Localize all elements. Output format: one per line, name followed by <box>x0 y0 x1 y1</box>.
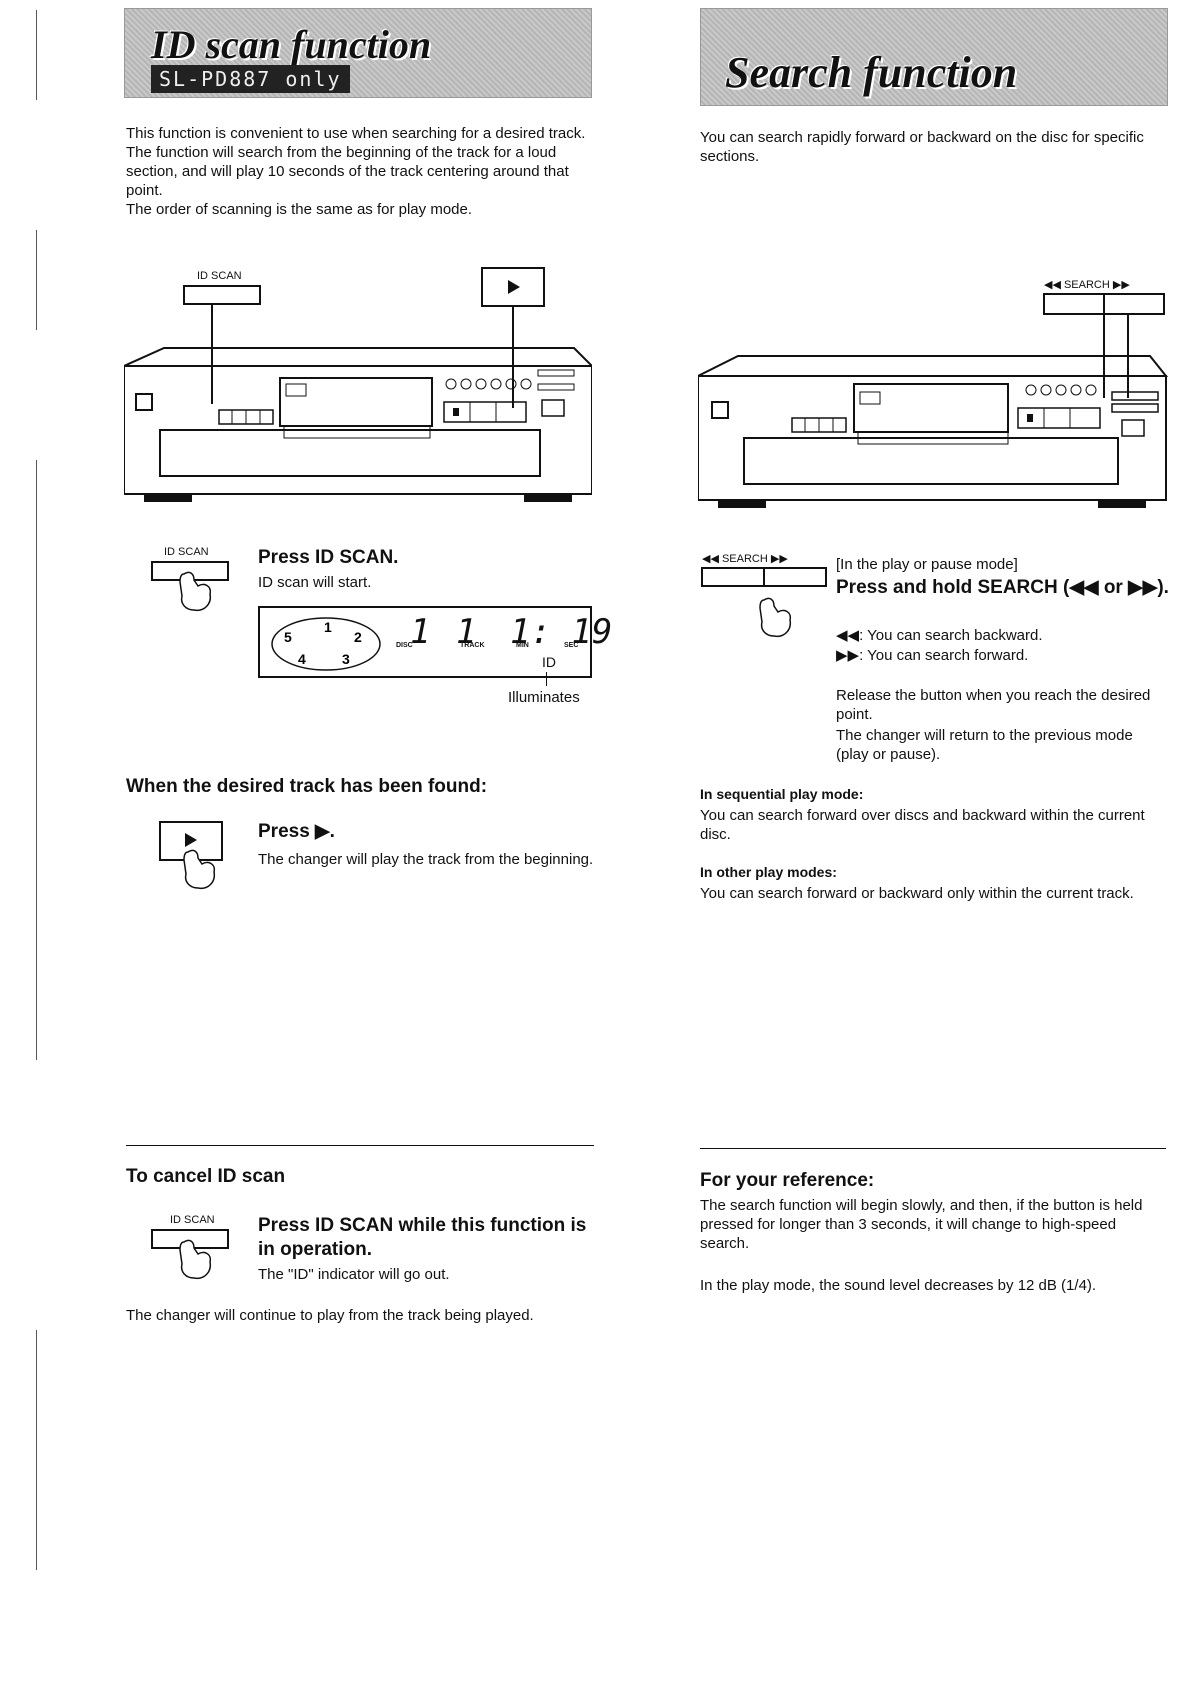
step-text: The changer will play the track from the… <box>258 851 594 868</box>
indicator-leader-line <box>546 672 547 686</box>
step-title: Press and hold SEARCH (◀◀ or ▶▶). <box>836 577 1169 598</box>
step-title: Press ID SCAN. <box>258 547 399 568</box>
carousel-number: 3 <box>342 651 350 667</box>
id-indicator: ID <box>542 654 556 670</box>
model-tag: SL-PD887 only <box>151 65 350 93</box>
section-divider <box>126 1145 594 1146</box>
min-label: MIN <box>516 642 529 649</box>
disc-carousel-icon: 1 2 3 4 5 <box>271 617 381 671</box>
sequential-text: You can search forward over discs and ba… <box>700 807 1145 843</box>
id-scan-banner: ID scan function SL-PD887 only <box>124 8 592 98</box>
intro-paragraph: The function will search from the beginn… <box>126 144 569 199</box>
mode-note: [In the play or pause mode] <box>836 556 1018 573</box>
found-heading: When the desired track has been found: <box>126 776 488 797</box>
id-scan-intro: This function is convenient to use when … <box>126 124 594 219</box>
id-scan-button-illustration: ID SCAN <box>150 1214 230 1286</box>
id-scan-button-label: ID SCAN <box>164 546 209 558</box>
carousel-number: 4 <box>298 651 306 667</box>
disc-label: DISC <box>396 642 413 649</box>
carousel-number: 5 <box>284 629 292 645</box>
search-backward-text: ◀◀: You can search backward. <box>836 627 1043 644</box>
section-divider <box>700 1148 1166 1149</box>
other-modes-text: You can search forward or backward only … <box>700 885 1134 902</box>
step-text: ID scan will start. <box>258 574 372 591</box>
search-button-illustration <box>701 567 827 638</box>
carousel-number: 2 <box>354 629 362 645</box>
binder-line <box>36 10 37 100</box>
reference-heading: For your reference: <box>700 1170 875 1191</box>
illuminates-caption: Illuminates <box>508 689 580 706</box>
disc-number: 1 <box>410 612 431 652</box>
intro-paragraph: This function is convenient to use when … <box>126 125 586 142</box>
sequential-heading: In sequential play mode: <box>700 786 864 802</box>
other-modes-heading: In other play modes: <box>700 864 837 880</box>
return-text: The changer will return to the previous … <box>836 727 1133 763</box>
cancel-note: The changer will continue to play from t… <box>126 1307 534 1324</box>
release-text: Release the button when you reach the de… <box>836 687 1151 723</box>
search-forward-text: ▶▶: You can search forward. <box>836 647 1029 664</box>
pointing-hand-icon <box>183 849 216 890</box>
page-title: ID scan function <box>151 22 432 67</box>
pointing-hand-icon <box>179 571 212 612</box>
reference-text: The search function will begin slowly, a… <box>700 1197 1143 1252</box>
step-title: Press ID SCAN while this function is in … <box>258 1215 587 1260</box>
track-label: TRACK <box>460 642 485 649</box>
search-button-label: ◀◀ SEARCH ▶▶ <box>702 553 788 565</box>
binder-line <box>36 1330 37 1570</box>
step-title: Press ▶. <box>258 821 335 842</box>
player-diagram-right <box>698 293 1168 508</box>
play-button-illustration <box>159 821 223 890</box>
page-title: Search function <box>725 48 1018 97</box>
lcd-display: 1 2 3 4 5 1 DISC 1 TRACK 1: 19 MIN SEC I… <box>258 606 612 678</box>
search-intro: You can search rapidly forward or backwa… <box>700 129 1144 165</box>
search-banner: Search function <box>700 8 1168 106</box>
id-scan-button-label: ID SCAN <box>170 1214 215 1226</box>
sec-label: SEC <box>564 642 579 649</box>
carousel-number: 1 <box>324 619 332 635</box>
player-diagram-left <box>124 267 592 502</box>
id-scan-button-illustration: ID SCAN <box>150 546 230 618</box>
id-scan-diagram-label: ID SCAN <box>197 270 242 282</box>
pointing-hand-icon <box>179 1239 212 1280</box>
step-text: The "ID" indicator will go out. <box>258 1266 450 1283</box>
reference-note: In the play mode, the sound level decrea… <box>700 1277 1097 1294</box>
time-readout: 1: 19 <box>510 612 613 652</box>
binder-line <box>36 230 37 330</box>
play-icon <box>185 833 197 847</box>
track-number: 1 <box>456 612 477 652</box>
intro-paragraph: The order of scanning is the same as for… <box>126 201 473 218</box>
pointing-hand-icon <box>759 597 792 638</box>
search-diagram-label: ◀◀ SEARCH ▶▶ <box>1044 279 1130 291</box>
cancel-heading: To cancel ID scan <box>126 1166 286 1187</box>
binder-line <box>36 460 37 1060</box>
